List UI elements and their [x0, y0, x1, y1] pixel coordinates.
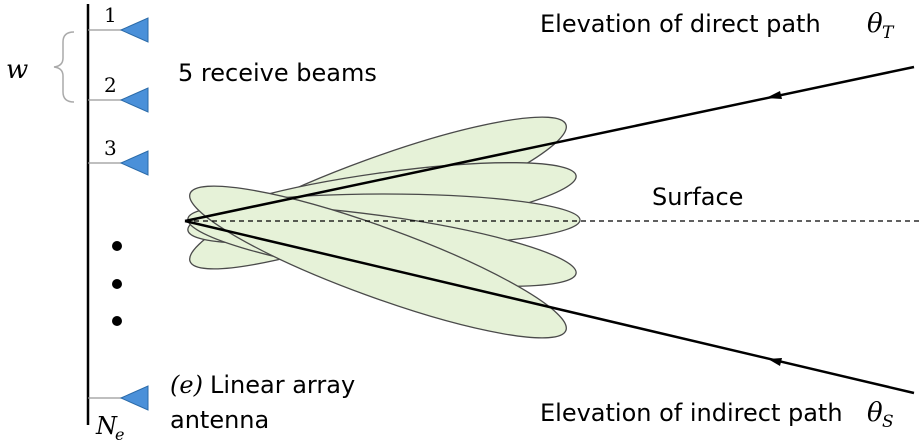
- element-ne-icon: [119, 385, 149, 411]
- array-label-line1: Linear array: [210, 371, 355, 399]
- direct-path-label: Elevation of direct path: [540, 10, 821, 38]
- dot-2: [112, 279, 122, 289]
- element-1-icon: [119, 17, 149, 43]
- element-label-1: 1: [104, 3, 117, 27]
- width-brace: [53, 31, 75, 103]
- indirect-path-arrow-icon: [768, 358, 782, 366]
- direct-path-symbol: θ: [867, 9, 883, 39]
- element-label-3: 3: [104, 136, 117, 160]
- beam-5: [189, 185, 567, 339]
- dot-1: [112, 241, 122, 251]
- ellipsis-dots: [112, 241, 122, 326]
- array-elements: [88, 17, 149, 411]
- array-tag: (e): [170, 371, 203, 399]
- direct-path-arrow-icon: [766, 91, 782, 99]
- element-3-icon: [119, 150, 149, 176]
- width-symbol: w: [6, 55, 28, 85]
- element-label-2: 2: [104, 73, 117, 97]
- direct-path-line: [184, 65, 915, 223]
- dot-3: [112, 316, 122, 326]
- indirect-path-label: Elevation of indirect path: [540, 399, 843, 427]
- array-label-line2: antenna: [170, 406, 269, 434]
- indirect-path-subscript: S: [882, 412, 894, 432]
- receive-beams: [187, 116, 581, 339]
- last-element-symbol: N: [95, 412, 118, 440]
- direct-path-subscript: T: [882, 23, 895, 43]
- indirect-path-symbol: θ: [867, 398, 883, 428]
- last-element-subscript: e: [115, 425, 124, 443]
- indirect-path-line: [184, 219, 915, 395]
- surface-label: Surface: [652, 183, 743, 211]
- beams-label: 5 receive beams: [178, 59, 377, 87]
- element-2-icon: [119, 87, 149, 113]
